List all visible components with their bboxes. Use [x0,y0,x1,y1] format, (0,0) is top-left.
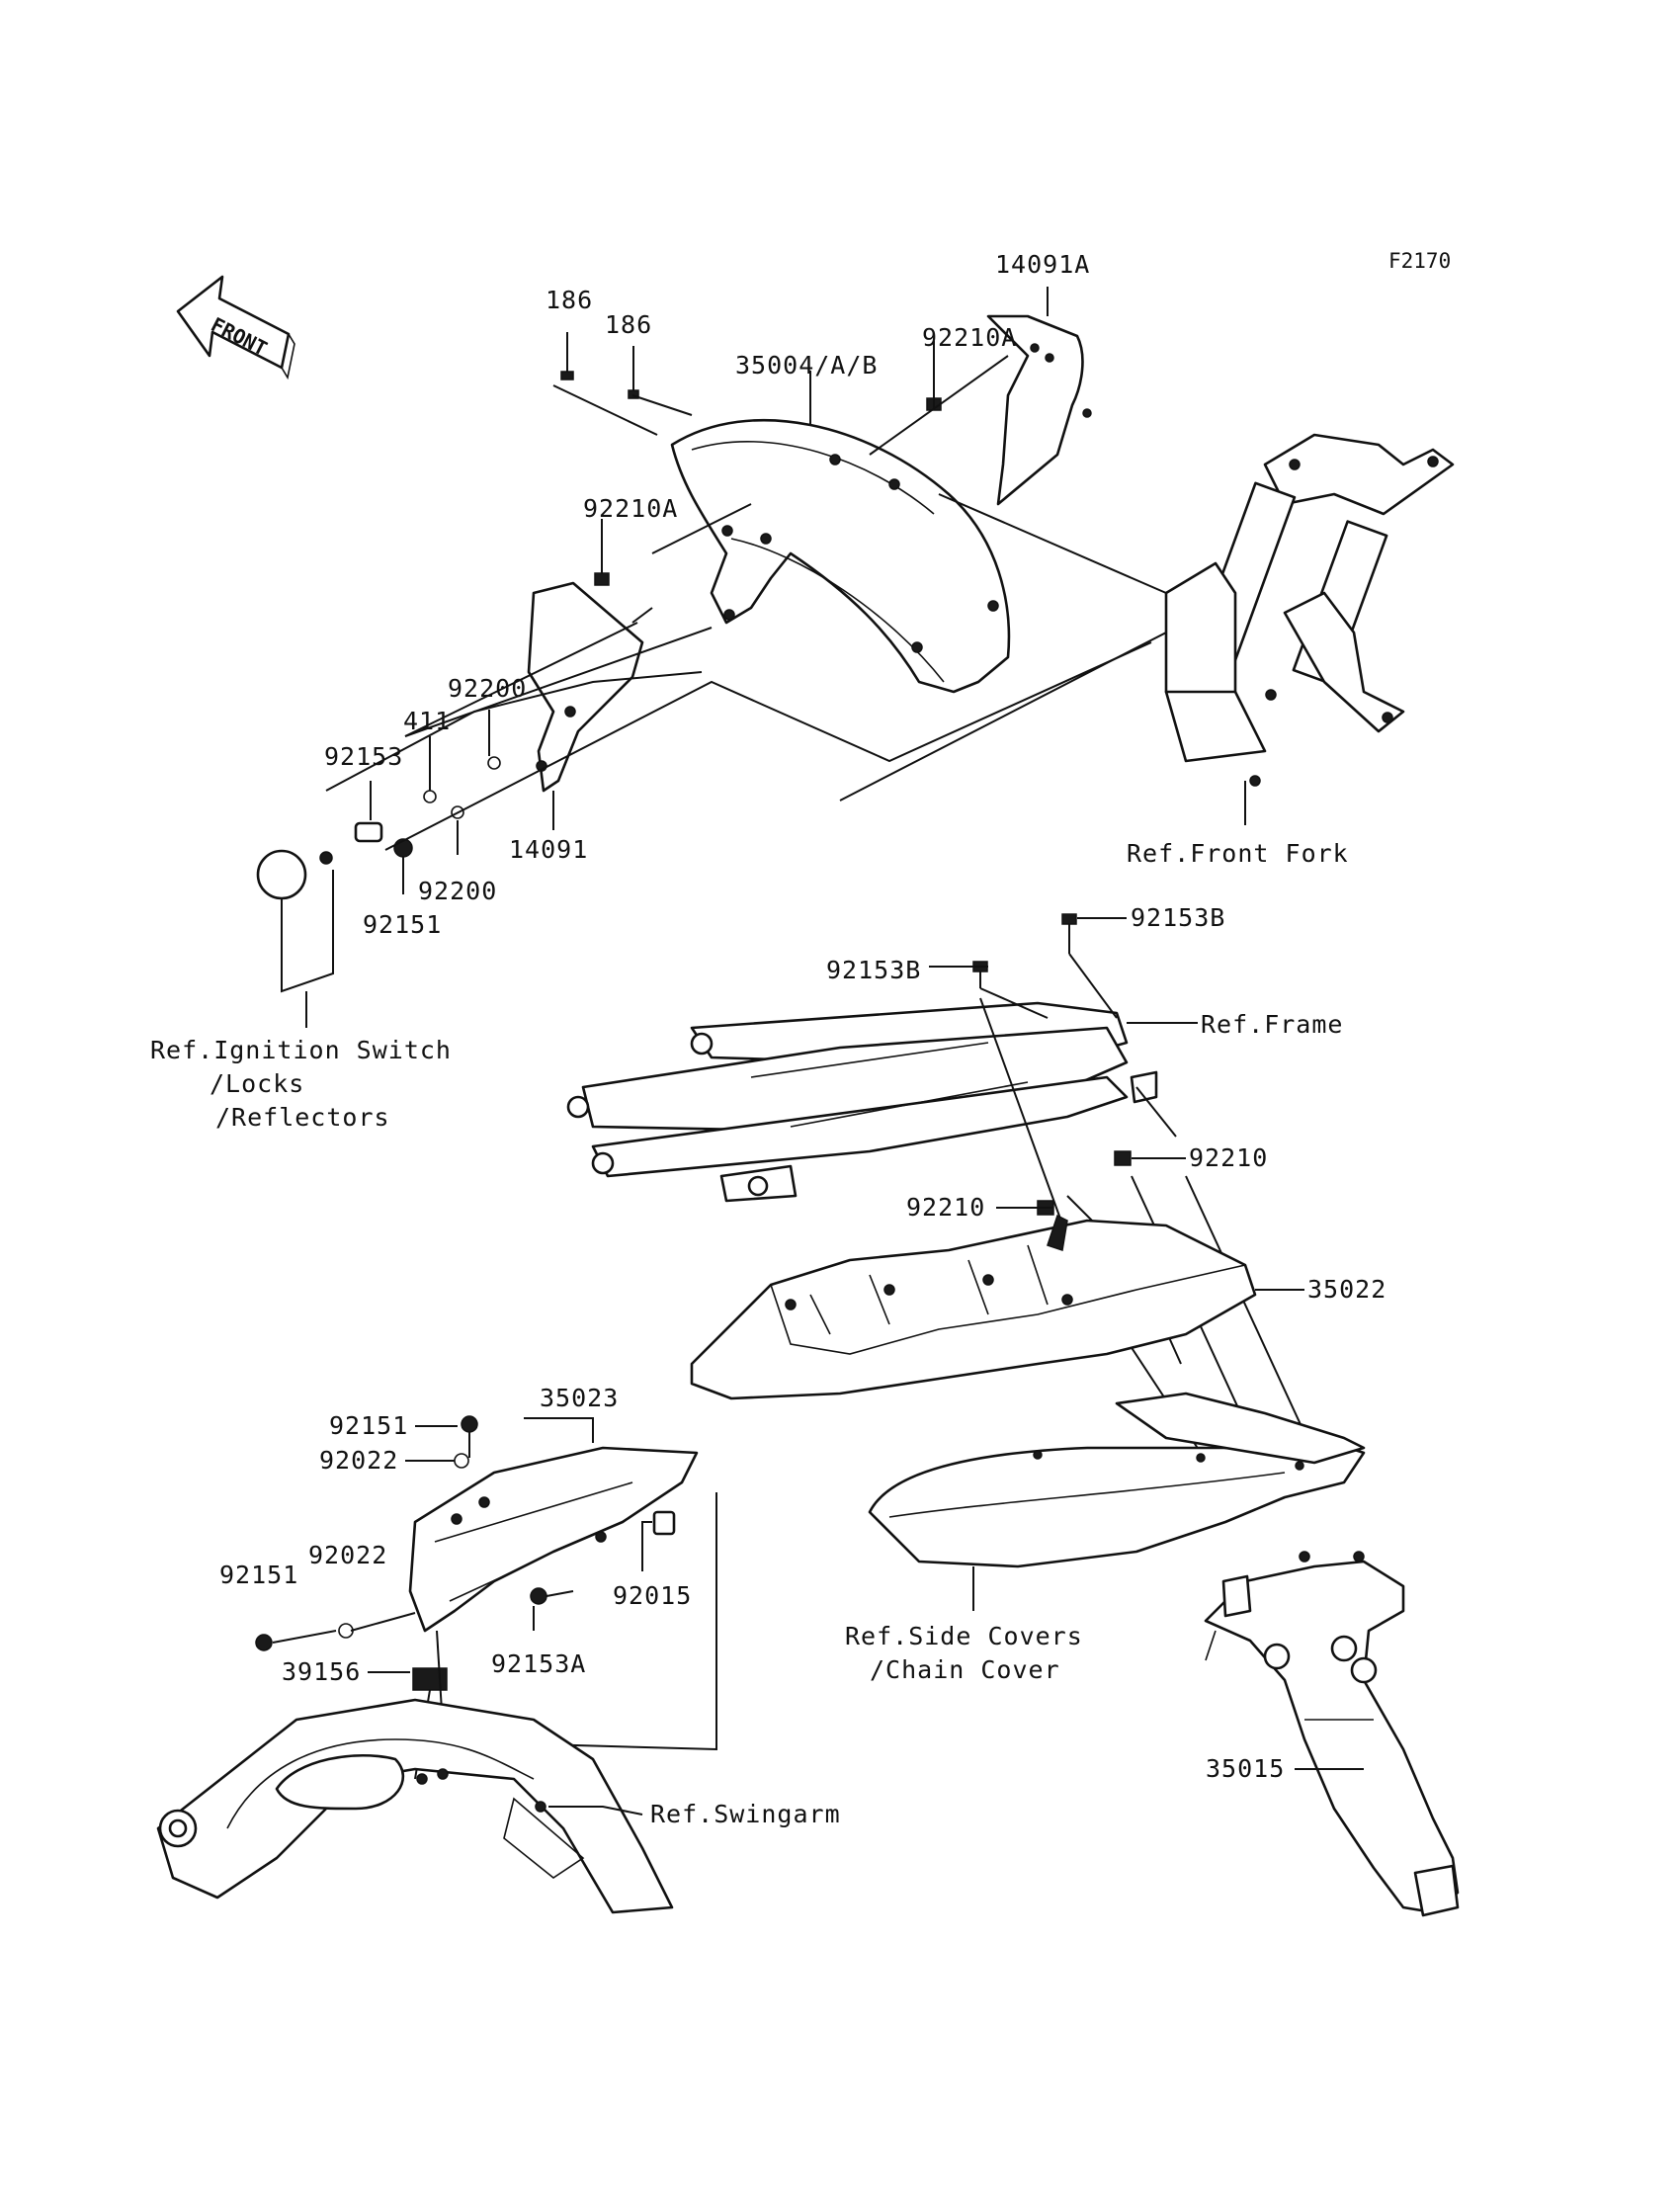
inner-fender-35022 [690,1214,1257,1400]
label-92151-top: 92151 [363,910,442,939]
ref-ignition-line1: Ref.Ignition Switch [150,1036,452,1064]
clip-92210a-mid-icon [594,572,610,586]
mudguard-35015 [1204,1551,1460,1917]
label-411: 411 [403,707,451,735]
ref-frame: Ref.Frame [1201,1010,1343,1039]
label-92022-b: 92022 [308,1541,387,1569]
label-92153b-left: 92153B [826,956,921,984]
label-186-a: 186 [546,286,593,314]
washer-92022-a-icon [454,1453,469,1469]
bolt-186-b-icon [628,346,639,399]
label-35004: 35004/A/B [735,351,878,380]
figure-code: F2170 [1388,249,1451,273]
label-92200-bot: 92200 [418,877,497,905]
reflector-icon [256,849,333,900]
label-14091a: 14091A [995,250,1090,279]
front-fender [670,419,1011,694]
washer-92200-top-icon [487,756,501,770]
label-92153a: 92153A [491,1649,586,1678]
label-92015: 92015 [613,1581,692,1610]
washer-92200-bot-icon [451,805,464,819]
rear-frame [566,1001,1158,1203]
bolt-92151-low-icon [255,1634,273,1651]
fender-cover-14091a [986,314,1092,506]
label-92210a-top: 92210A [922,323,1017,352]
label-92210-left: 92210 [906,1193,985,1222]
ref-swingarm: Ref.Swingarm [650,1800,841,1828]
bolt-186-a-icon [560,332,574,380]
label-35015: 35015 [1206,1754,1285,1783]
ref-side-covers-line1: Ref.Side Covers [845,1622,1083,1650]
label-35022: 35022 [1307,1275,1386,1304]
ref-side-covers-line2: /Chain Cover [870,1655,1060,1684]
label-92153: 92153 [324,742,403,771]
bolt-92151-mid-icon [461,1415,478,1458]
label-92022-a: 92022 [319,1446,398,1475]
label-92153b-right: 92153B [1131,903,1225,932]
ref-ignition-line2: /Locks [210,1069,304,1098]
label-92210-right: 92210 [1189,1143,1268,1172]
ref-front-fork: Ref.Front Fork [1127,839,1349,868]
label-92151-mid: 92151 [329,1411,408,1440]
collar-92153-icon [354,821,383,843]
label-92210a-mid: 92210A [583,494,678,523]
label-39156: 39156 [282,1657,361,1686]
label-92151-low: 92151 [219,1561,298,1589]
chain-guard-35023 [408,1446,699,1633]
front-arrow-icon: FRONT [176,275,295,380]
label-186-b: 186 [605,310,652,339]
front-fork [1164,433,1455,787]
swingarm [156,1698,674,1914]
label-92200-top: 92200 [448,674,527,703]
side-cover [868,1392,1366,1568]
washer-92022-b-icon [338,1623,354,1639]
nut-92210-right-icon [1114,1150,1132,1166]
bolt-92153b-right-icon [1061,913,1077,954]
washer-411-icon [423,790,437,803]
ref-ignition-line3: /Reflectors [215,1103,390,1132]
label-14091: 14091 [509,835,588,864]
collar-92015-icon [652,1510,676,1536]
bolt-92153a-icon [530,1587,547,1605]
pad-39156-icon [412,1667,448,1691]
label-35023: 35023 [540,1384,619,1412]
